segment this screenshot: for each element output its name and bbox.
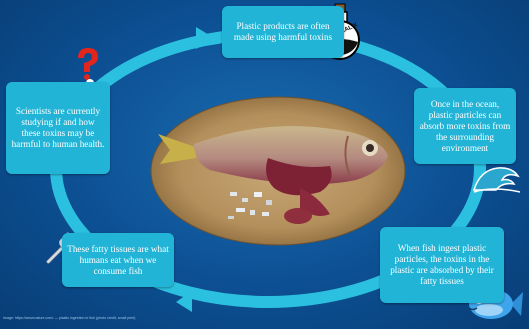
step-text: When fish ingest plastic particles, the … <box>385 243 499 287</box>
wave-icon <box>472 162 522 194</box>
step-box-ocean-absorb: Once in the ocean, plastic particles can… <box>414 88 516 164</box>
fish-photo <box>150 96 406 246</box>
step-text: Scientists are currently studying if and… <box>11 106 105 150</box>
step-text: Once in the ocean, plastic particles can… <box>419 99 511 154</box>
step-box-scientists: Scientists are currently studying if and… <box>6 82 110 174</box>
image-credit: Image: https://www.nature.com/ — plastic… <box>3 316 233 320</box>
step-box-humans-eat: These fatty tissues are what humans eat … <box>62 233 174 287</box>
step-box-plastic-products: Plastic products are often made using ha… <box>222 6 344 58</box>
step-box-fish-ingest: When fish ingest plastic particles, the … <box>380 227 504 303</box>
step-text: These fatty tissues are what humans eat … <box>67 244 169 277</box>
step-text: Plastic products are often made using ha… <box>227 21 339 43</box>
